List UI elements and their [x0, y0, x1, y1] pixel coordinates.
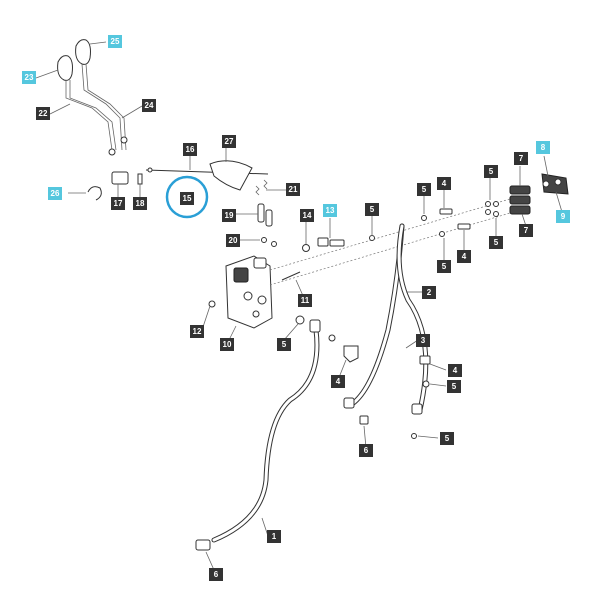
svg-text:7: 7: [524, 226, 529, 235]
svg-text:26: 26: [51, 189, 60, 198]
callout-leaders: [35, 41, 563, 571]
callout-7[interactable]: 7: [514, 152, 528, 165]
callout-11[interactable]: 11: [298, 294, 312, 307]
svg-text:5: 5: [494, 238, 499, 247]
svg-text:3: 3: [421, 336, 426, 345]
callouts: 25 23 22 24 27 16 15 21 26 17 18 19 20 1…: [22, 35, 570, 581]
svg-text:4: 4: [336, 377, 341, 386]
svg-text:5: 5: [442, 262, 447, 271]
callout-5[interactable]: 5: [440, 432, 454, 445]
svg-text:14: 14: [303, 211, 312, 220]
callout-17[interactable]: 17: [111, 197, 125, 210]
callout-24[interactable]: 24: [142, 99, 156, 112]
control-lever-left[interactable]: [57, 55, 117, 151]
callout-7[interactable]: 7: [519, 224, 533, 237]
svg-text:5: 5: [445, 434, 450, 443]
callout-27[interactable]: 27: [222, 135, 236, 148]
svg-text:5: 5: [452, 382, 457, 391]
lever-bracket[interactable]: [111, 171, 129, 185]
svg-text:22: 22: [39, 109, 48, 118]
svg-text:4: 4: [462, 252, 467, 261]
callout-4[interactable]: 4: [457, 250, 471, 263]
svg-text:5: 5: [282, 340, 287, 349]
svg-text:4: 4: [453, 366, 458, 375]
callout-23[interactable]: 23: [22, 71, 36, 84]
callout-5[interactable]: 5: [489, 236, 503, 249]
callout-15[interactable]: 15: [180, 192, 194, 205]
svg-text:2: 2: [427, 288, 432, 297]
part-drawings: [57, 39, 569, 551]
svg-text:1: 1: [272, 532, 277, 541]
svg-text:11: 11: [301, 296, 310, 305]
callout-6[interactable]: 6: [209, 568, 223, 581]
callout-5[interactable]: 5: [417, 183, 431, 196]
callout-8[interactable]: 8: [536, 141, 550, 154]
svg-text:18: 18: [136, 199, 145, 208]
control-valve-block[interactable]: [225, 255, 273, 329]
callout-5[interactable]: 5: [447, 380, 461, 393]
svg-text:8: 8: [541, 143, 546, 152]
callout-12[interactable]: 12: [190, 325, 204, 338]
callout-4[interactable]: 4: [448, 364, 462, 377]
svg-text:10: 10: [223, 340, 232, 349]
svg-text:9: 9: [561, 212, 566, 221]
callout-5[interactable]: 5: [437, 260, 451, 273]
callout-1[interactable]: 1: [267, 530, 281, 543]
svg-text:12: 12: [193, 327, 202, 336]
svg-text:19: 19: [225, 211, 234, 220]
retaining-clip[interactable]: [87, 186, 102, 201]
svg-text:27: 27: [225, 137, 234, 146]
svg-text:6: 6: [364, 446, 369, 455]
callout-18[interactable]: 18: [133, 197, 147, 210]
callout-14[interactable]: 14: [300, 209, 314, 222]
svg-text:17: 17: [114, 199, 123, 208]
callout-20[interactable]: 20: [226, 234, 240, 247]
callout-6[interactable]: 6: [359, 444, 373, 457]
control-lever-right[interactable]: [75, 39, 127, 151]
svg-text:23: 23: [25, 73, 34, 82]
svg-text:6: 6: [214, 570, 219, 579]
callout-9[interactable]: 9: [556, 210, 570, 223]
callout-3[interactable]: 3: [416, 334, 430, 347]
callout-16[interactable]: 16: [183, 143, 197, 156]
svg-text:24: 24: [145, 101, 154, 110]
svg-text:21: 21: [289, 185, 298, 194]
hydraulic-hoses[interactable]: [195, 223, 429, 551]
svg-text:20: 20: [229, 236, 238, 245]
pin[interactable]: [137, 173, 143, 185]
callout-19[interactable]: 19: [222, 209, 236, 222]
svg-text:4: 4: [442, 179, 447, 188]
svg-text:25: 25: [111, 37, 120, 46]
callout-21[interactable]: 21: [286, 183, 300, 196]
callout-4[interactable]: 4: [331, 375, 345, 388]
svg-text:5: 5: [370, 205, 375, 214]
callout-26[interactable]: 26: [48, 187, 62, 200]
svg-text:15: 15: [183, 194, 192, 203]
linkage-plate[interactable]: [209, 160, 253, 191]
svg-text:5: 5: [422, 185, 427, 194]
callout-25[interactable]: 25: [108, 35, 122, 48]
callout-2[interactable]: 2: [422, 286, 436, 299]
callout-22[interactable]: 22: [36, 107, 50, 120]
svg-text:7: 7: [519, 154, 524, 163]
svg-text:5: 5: [489, 167, 494, 176]
selection-ring: [165, 175, 209, 219]
callout-5[interactable]: 5: [365, 203, 379, 216]
callout-5[interactable]: 5: [484, 165, 498, 178]
callout-13[interactable]: 13: [323, 204, 337, 217]
callout-4[interactable]: 4: [437, 177, 451, 190]
svg-text:13: 13: [326, 206, 335, 215]
callout-10[interactable]: 10: [220, 338, 234, 351]
callout-5[interactable]: 5: [277, 338, 291, 351]
svg-text:16: 16: [186, 145, 195, 154]
quick-couplers[interactable]: [509, 173, 569, 215]
